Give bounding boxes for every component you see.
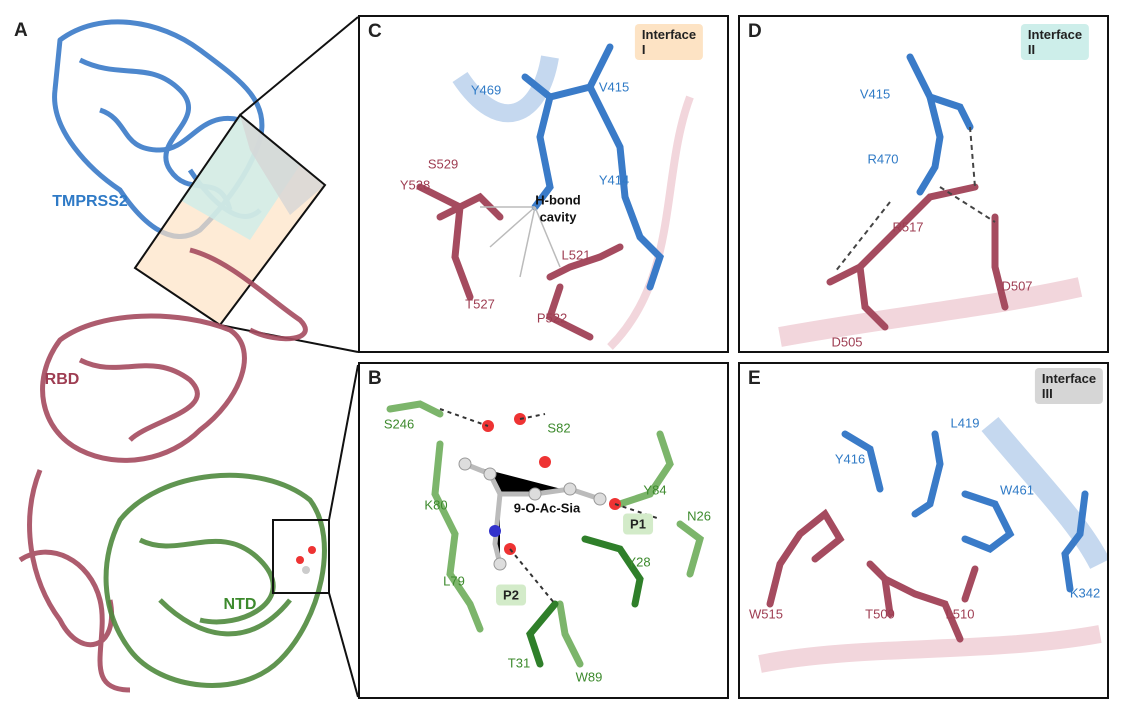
residue-label: Y84 — [643, 482, 667, 498]
ntd-structure — [103, 472, 327, 688]
residue-label: T527 — [465, 296, 495, 312]
interface-iii-region — [240, 115, 325, 215]
panel-c-interface-i: C Interface I Y469 V415 Y414 S529 Y528 L… — [358, 15, 729, 353]
residue-label: S82 — [547, 420, 571, 436]
residue-label: D507 — [1001, 278, 1033, 294]
residue-label: W461 — [1000, 482, 1034, 498]
residue-label: V415 — [859, 86, 891, 102]
residue-label: Y28 — [627, 554, 651, 570]
tmprss2-label: TMPRSS2 — [52, 193, 128, 210]
residue-label: L521 — [561, 247, 591, 263]
residue-label: Y469 — [470, 82, 502, 98]
residue-label: N26 — [687, 508, 711, 524]
residue-label: K342 — [1069, 585, 1101, 601]
rbd-label: RBD — [44, 371, 80, 388]
interface-ii-badge: Interface II — [1020, 24, 1090, 60]
panel-e-interface-iii: E Interface III L419 Y416 W461 K342 W515… — [738, 362, 1109, 699]
residue-label: Y414 — [598, 172, 630, 188]
residue-label: T31 — [507, 655, 531, 671]
rbd-structure — [18, 247, 308, 693]
pocket-p2-badge: P2 — [496, 584, 526, 606]
residue-label: T509 — [865, 606, 895, 622]
interface-i-badge: Interface I — [634, 24, 704, 60]
residue-label: R517 — [892, 219, 924, 235]
panel-label-d: D — [748, 21, 762, 42]
residue-label: L79 — [443, 573, 465, 589]
panel-label-c: C — [368, 21, 382, 42]
residue-label: S246 — [383, 416, 415, 432]
panel-label-b: B — [368, 368, 382, 389]
residue-label: D505 — [831, 334, 863, 350]
residue-label: Y528 — [399, 177, 431, 193]
binding-site-inset — [272, 519, 330, 594]
ntd-label: NTD — [223, 596, 257, 613]
cavity-label: H-bond — [535, 192, 581, 208]
interface-iii-badge: Interface III — [1034, 368, 1104, 404]
residue-label: L510 — [945, 606, 975, 622]
panel-d-interface-ii: D Interface II V415 R470 R517 D507 D505 — [738, 15, 1109, 353]
residue-label: R470 — [867, 151, 899, 167]
panel-b-ntd-binding-site: B S246 S82 Y84 N26 K80 Y28 L79 T31 W89 9… — [358, 362, 729, 699]
residue-label: V415 — [598, 79, 630, 95]
residue-label: S529 — [427, 156, 459, 172]
panel-label-e: E — [748, 368, 761, 389]
residue-label: W515 — [749, 606, 783, 622]
residue-label: W89 — [575, 669, 603, 685]
residue-label: P522 — [536, 310, 568, 326]
residue-label: Y416 — [834, 451, 866, 467]
residue-label: K80 — [424, 497, 448, 513]
residue-label: L419 — [950, 415, 980, 431]
ligand-label: 9-O-Ac-Sia — [513, 500, 581, 516]
cavity-label: cavity — [539, 209, 577, 225]
pocket-p1-badge: P1 — [623, 513, 653, 535]
panel-label-a: A — [14, 20, 28, 41]
